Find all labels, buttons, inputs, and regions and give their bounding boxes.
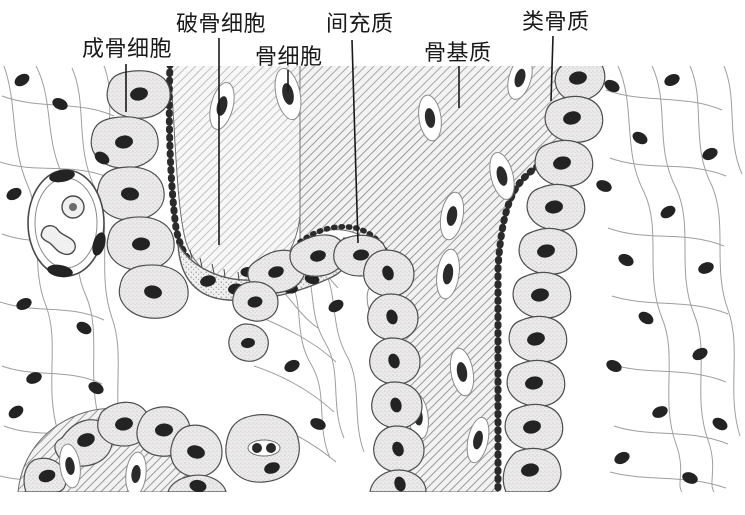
bone-fragment-bottom-middle bbox=[225, 414, 300, 483]
label-osteoclast: 破骨细胞 bbox=[176, 11, 267, 36]
label-mesenchyme: 间充质 bbox=[326, 11, 394, 36]
label-osteocyte: 骨细胞 bbox=[255, 44, 323, 69]
osteoblast-nuclei-left bbox=[115, 87, 162, 299]
mesenchymal-cell-nuclei bbox=[6, 73, 728, 484]
capillary bbox=[27, 169, 106, 278]
label-osteoblast: 成骨细胞 bbox=[82, 36, 173, 61]
label-bone-matrix: 骨基质 bbox=[424, 40, 492, 65]
label-osteoid: 类骨质 bbox=[522, 9, 590, 34]
osteoblast-nuclei-right bbox=[521, 71, 587, 477]
osteoblast-nuclei-middle bbox=[241, 249, 406, 492]
osteoblast-row-left bbox=[90, 70, 189, 319]
histology-drawing bbox=[0, 66, 745, 492]
bone-spicule-bottom-left bbox=[17, 401, 227, 492]
blood-cell-dumbbell bbox=[40, 225, 76, 256]
